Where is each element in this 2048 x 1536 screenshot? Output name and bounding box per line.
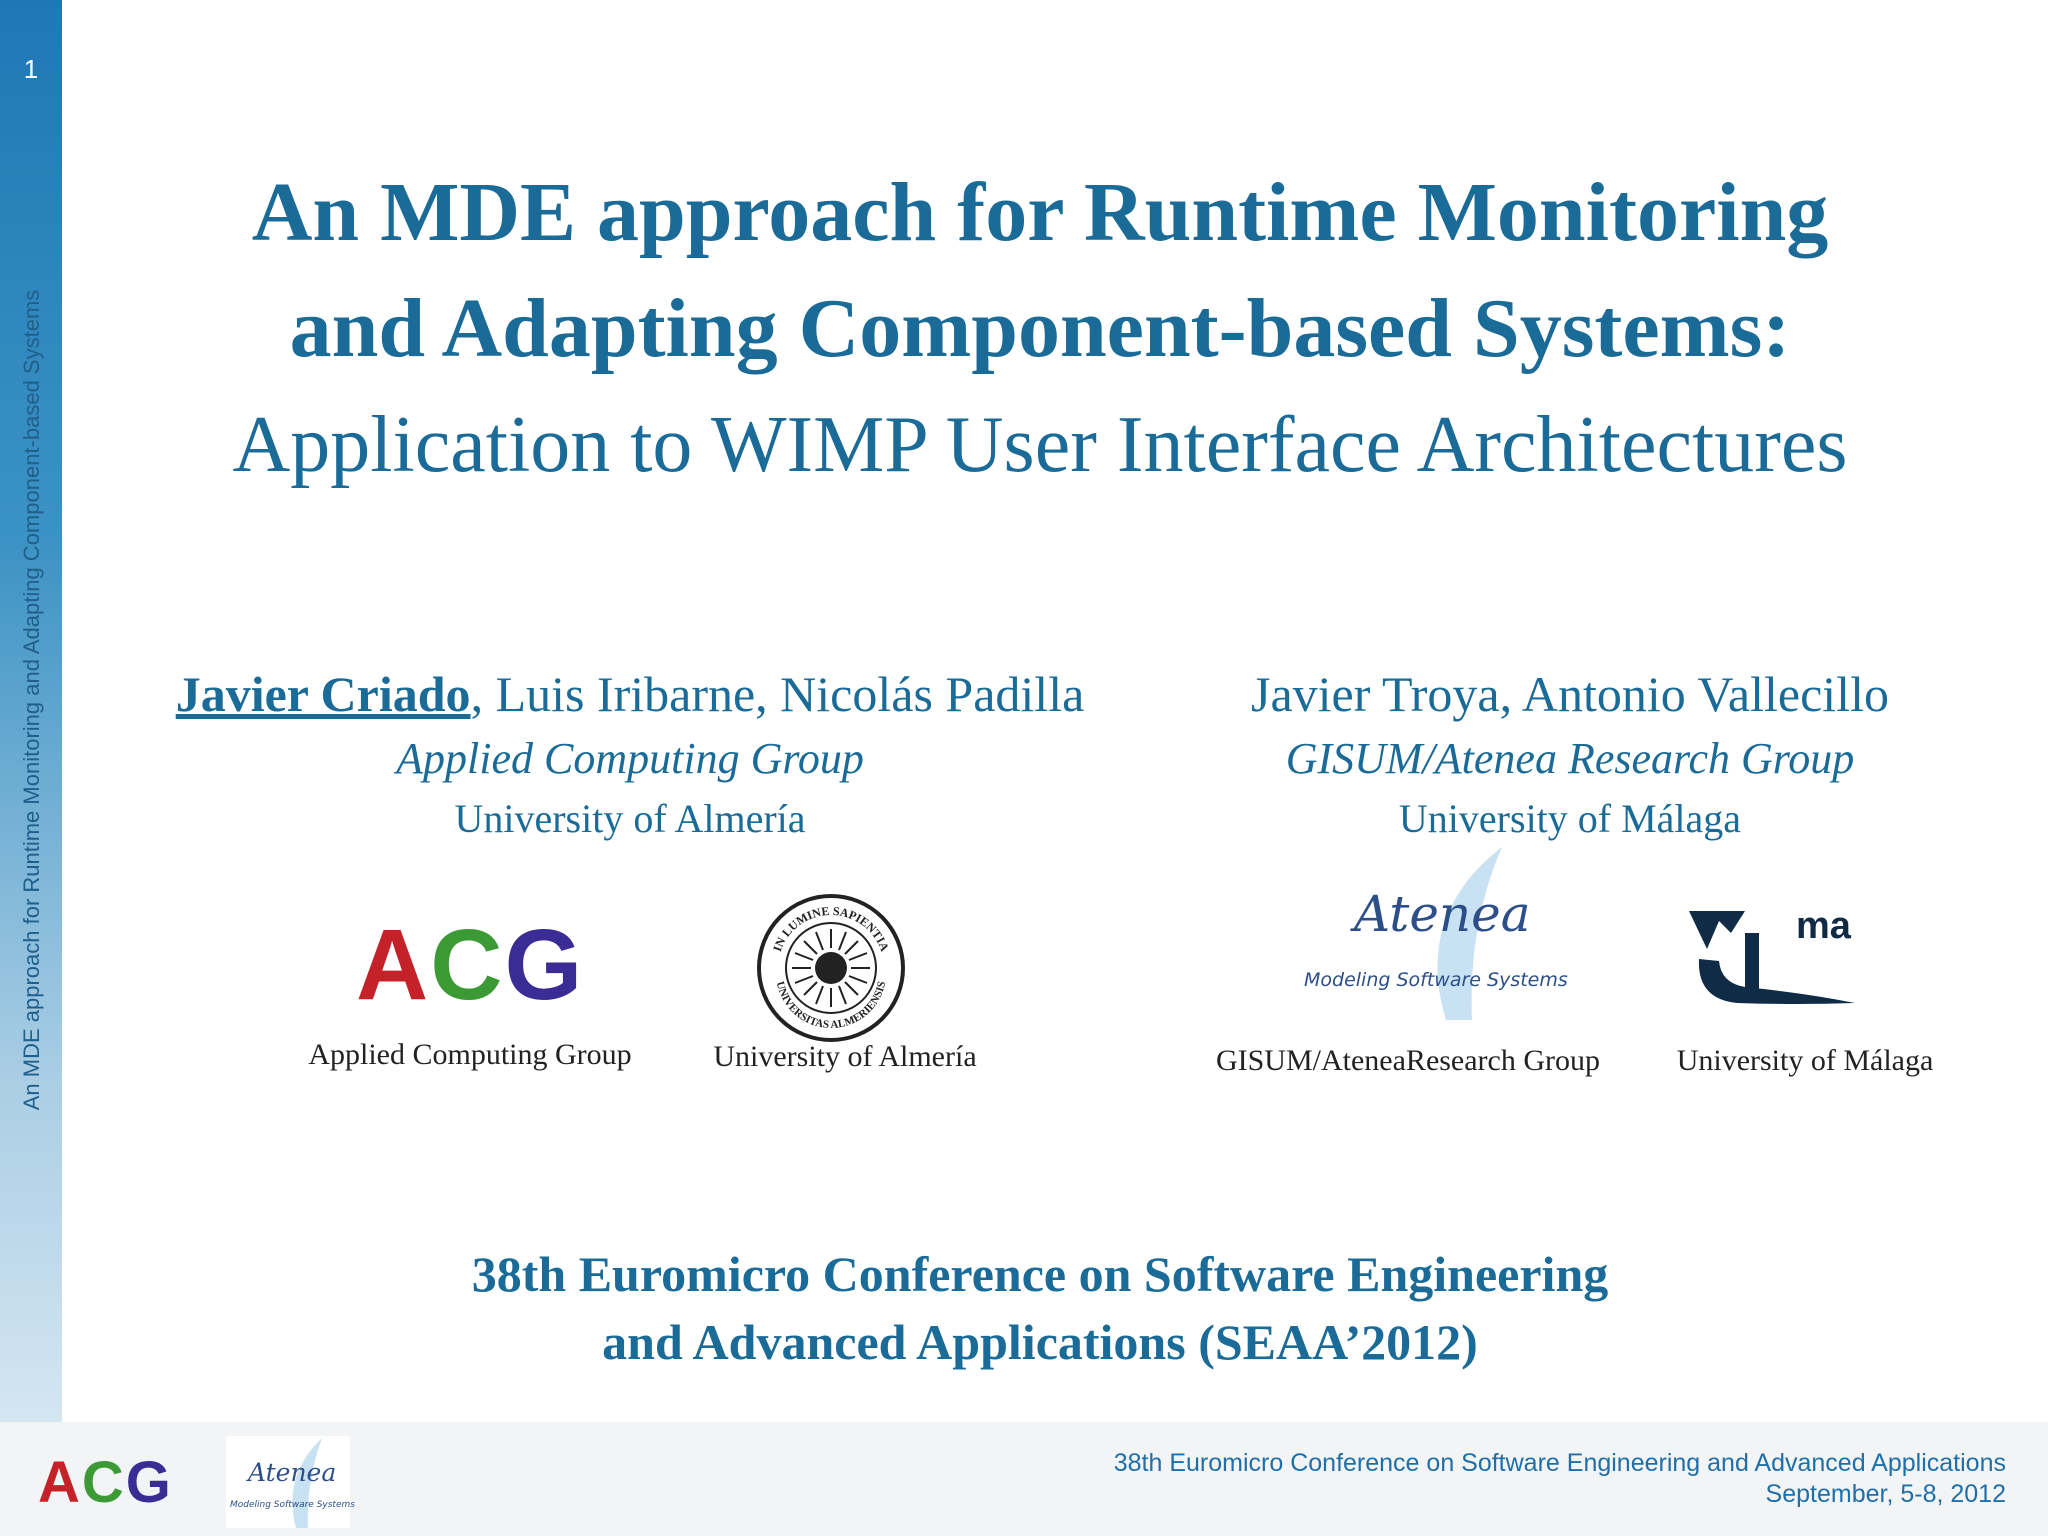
university-right: University of Málaga [1398, 796, 1742, 841]
footer-atenea-logo: Atenea Modeling Software Systems [226, 1436, 355, 1528]
author-list-right: Javier Troya, Antonio Vallecillo [1251, 666, 1889, 722]
footer-atenea-tagline: Modeling Software Systems [230, 1500, 355, 1510]
presenter-name: Javier Criado [175, 666, 471, 722]
subtitle: Application to WIMP User Interface Archi… [232, 401, 1848, 489]
acg-caption: Applied Computing Group [308, 1038, 632, 1071]
conference-line-2: and Advanced Applications (SEAA’2012) [602, 1314, 1478, 1370]
coauthors-left: , Luis Iribarne, Nicolás Padilla [470, 666, 1085, 722]
conference-name: 38th Euromicro Conference on Software En… [160, 1240, 1920, 1376]
slide-title: An MDE approach for Runtime Monitoring a… [120, 155, 1960, 503]
footer-acg-logo: ACG [38, 1450, 173, 1515]
authors-almeria: Javier Criado, Luis Iribarne, Nicolás Pa… [120, 660, 1140, 848]
uma-caption: University of Málaga [1676, 1044, 1934, 1077]
atenea-swoosh-icon [1437, 847, 1502, 1020]
title-line-1: An MDE approach for Runtime Monitoring [251, 166, 1829, 259]
atenea-tagline: Modeling Software Systems [1304, 969, 1568, 991]
slide-number: 1 [23, 54, 39, 84]
acg-logo: ACG [356, 909, 585, 1021]
footer-conference-line: 38th Euromicro Conference on Software En… [1113, 1449, 2006, 1477]
footer-atenea-wordmark: Atenea [248, 1458, 337, 1487]
title-line-2: and Adapting Component-based Systems: [289, 282, 1791, 375]
footer-text: 38th Euromicro Conference on Software En… [1114, 1448, 2006, 1510]
group-name-left: Applied Computing Group [396, 734, 864, 783]
uma-wordmark: ma [1796, 905, 1851, 947]
footer-atenea-swoosh-icon [292, 1438, 322, 1528]
group-name-right: GISUM/Atenea Research Group [1285, 734, 1855, 783]
university-left: University of Almería [454, 796, 806, 841]
atenea-wordmark: Atenea [1354, 885, 1531, 943]
atenea-logo: Atenea Modeling Software Systems [1296, 845, 1568, 1020]
ual-caption: University of Almería [713, 1040, 977, 1073]
atenea-caption: GISUM/AteneaResearch Group [1215, 1044, 1601, 1077]
sidebar-band: 1 An MDE approach for Runtime Monitoring… [0, 0, 62, 1536]
university-almeria-seal-logo: IN LUMINE SAPIENTIA UNIVERSITAS ALMERIEN… [757, 894, 905, 1042]
footer-date-line: September, 5-8, 2012 [1765, 1480, 2006, 1508]
running-title: An MDE approach for Runtime Monitoring a… [19, 289, 44, 1111]
conference-line-1: 38th Euromicro Conference on Software En… [471, 1246, 1609, 1302]
university-malaga-logo [1689, 911, 1855, 1004]
authors-malaga: Javier Troya, Antonio Vallecillo GISUM/A… [1170, 660, 1970, 848]
author-list-left: Javier Criado, Luis Iribarne, Nicolás Pa… [120, 660, 1140, 728]
slide-content-area [62, 0, 2048, 1422]
